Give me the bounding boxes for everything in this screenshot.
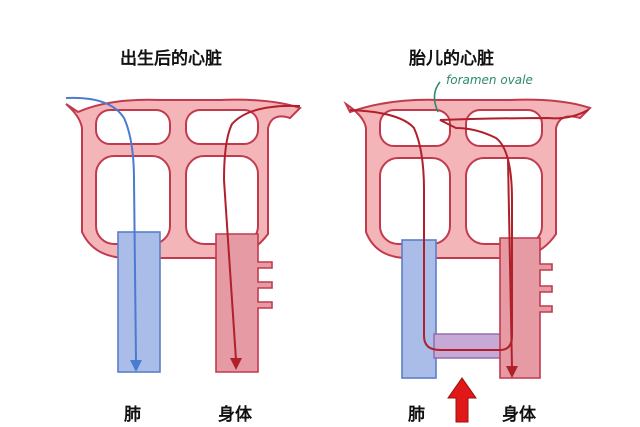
ductus-arteriosus bbox=[433, 333, 507, 359]
right-label-lungs: 肺 bbox=[408, 405, 425, 425]
right-aorta-vessel bbox=[499, 237, 553, 379]
left-pulmonary-vessel bbox=[117, 231, 161, 373]
right-pulmonary-vessel bbox=[401, 239, 437, 379]
foramen-ovale-label: foramen ovale bbox=[446, 73, 533, 87]
right-arrow-body bbox=[506, 366, 518, 378]
right-diagram-title: 胎儿的心脏 bbox=[409, 49, 494, 69]
foramen-ovale-pointer bbox=[433, 81, 441, 113]
left-chamber-bottom-right bbox=[185, 155, 259, 245]
right-chamber-bottom-right bbox=[465, 157, 543, 245]
right-blood-flow bbox=[349, 109, 589, 351]
left-label-body: 身体 bbox=[218, 405, 252, 425]
right-chamber-bottom-left bbox=[379, 157, 451, 245]
left-chamber-top-left bbox=[95, 109, 171, 145]
left-diagram-title: 出生后的心脏 bbox=[120, 49, 222, 69]
left-label-lungs: 肺 bbox=[124, 405, 141, 425]
right-heart: foramen ovale bbox=[343, 73, 592, 423]
right-chamber-top-right bbox=[465, 109, 543, 147]
right-label-body: 身体 bbox=[502, 405, 536, 425]
right-blood-flow-body bbox=[507, 159, 513, 369]
left-aorta-vessel bbox=[215, 233, 273, 373]
left-blood-flow-lungs bbox=[65, 96, 137, 363]
left-arrow-body bbox=[230, 358, 242, 370]
left-chamber-top-right bbox=[185, 109, 259, 145]
left-arrow-lungs bbox=[130, 360, 142, 372]
left-heart bbox=[65, 96, 302, 373]
left-blood-flow-body bbox=[222, 104, 301, 361]
highlight-arrow bbox=[447, 377, 477, 423]
